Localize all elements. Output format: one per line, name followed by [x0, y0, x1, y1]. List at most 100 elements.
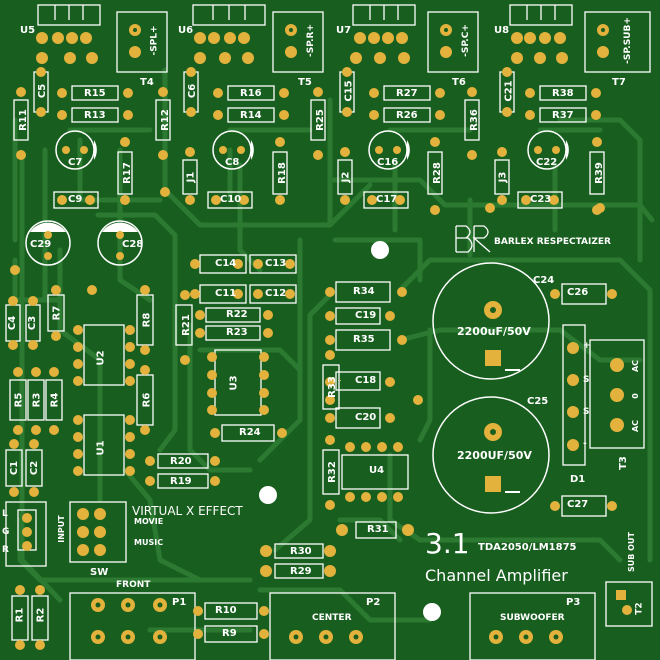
input-pin-g: G [2, 527, 10, 537]
r23-label: R23 [226, 327, 248, 338]
r35-label: R35 [353, 334, 375, 345]
r13-label: R13 [84, 110, 106, 121]
silk-marks [505, 369, 520, 493]
silkscreen-outlines [5, 4, 653, 660]
effect-movie-label: MOVIE [134, 517, 164, 526]
t7-label: T7 [612, 77, 626, 88]
title-chip: TDA2050/LM1875 [478, 542, 577, 553]
d1-pin-s2: S [583, 407, 590, 417]
r37-label: R37 [552, 110, 574, 121]
c18-label: C18 [355, 375, 377, 386]
r6-label: R6 [141, 392, 153, 408]
c22-label: C22 [536, 157, 558, 168]
c23-label: C23 [530, 194, 552, 205]
r19-label: R19 [170, 476, 192, 487]
subwoofer-label: SUBWOOFER [500, 613, 565, 623]
effect-music-label: MUSIC [134, 538, 164, 547]
t4-label: T4 [140, 77, 154, 88]
r28-label: R28 [431, 162, 443, 184]
t3-pin-ac1: AC [631, 359, 641, 373]
r31-label: R31 [367, 524, 389, 535]
c17-label: C17 [376, 194, 398, 205]
t5-speaker-label: -SP.R+ [306, 23, 317, 58]
u5-label: U5 [20, 25, 36, 36]
u4-label: U4 [369, 465, 385, 476]
j1-label: J1 [185, 171, 197, 183]
t6-speaker-label: -SP.C+ [460, 24, 471, 57]
j2-label: J2 [340, 171, 352, 183]
r17-label: R17 [121, 162, 133, 184]
r10-label: R10 [215, 605, 237, 616]
t3-label: T3 [617, 456, 629, 470]
copper-traces [12, 67, 655, 633]
d1-pin-minus: - [583, 439, 587, 449]
c16-label: C16 [377, 157, 399, 168]
r3-label: R3 [31, 392, 43, 408]
title-main: Channel Amplifier [425, 566, 568, 585]
r36-label: R36 [468, 109, 480, 131]
r33-label: R33 [326, 376, 338, 398]
c24-value: 2200uF/50V [457, 325, 531, 338]
r18-label: R18 [276, 162, 288, 184]
c4-label: C4 [7, 315, 19, 331]
c10-label: C10 [220, 194, 242, 205]
r29-label: R29 [290, 566, 312, 577]
mounting-holes [259, 241, 441, 621]
c1-label: C1 [9, 460, 21, 476]
title-number: 3.1 [425, 527, 470, 560]
square-pads [340, 350, 626, 600]
r26-label: R26 [396, 110, 418, 121]
u1-label: U1 [95, 440, 107, 456]
r15-label: R15 [84, 88, 106, 99]
r11-label: R11 [17, 109, 29, 131]
sub-out-label: SUB OUT [626, 532, 636, 572]
t6-label: T6 [452, 77, 466, 88]
c6-label: C6 [187, 83, 199, 99]
r24-label: R24 [239, 427, 261, 438]
t5-label: T5 [298, 77, 312, 88]
electrolytic-cap-bands [30, 140, 569, 232]
d1-label: D1 [570, 474, 586, 485]
c9-label: C9 [68, 194, 83, 205]
r32-label: R32 [326, 461, 338, 483]
r16-label: R16 [240, 88, 262, 99]
r20-label: R20 [170, 456, 192, 467]
t3-pin-0: 0 [630, 393, 640, 399]
c15-label: C15 [343, 80, 355, 102]
u8-label: U8 [494, 25, 510, 36]
u7-label: U7 [336, 25, 352, 36]
c27-label: C27 [567, 499, 589, 510]
r7-label: R7 [51, 305, 63, 321]
r27-label: R27 [396, 88, 418, 99]
r2-label: R2 [35, 607, 47, 623]
c28-label: C28 [122, 239, 144, 250]
pad-holes [95, 28, 605, 640]
c19-label: C19 [355, 310, 377, 321]
c14-label: C14 [215, 258, 237, 269]
c25-value: 2200UF/50V [457, 449, 532, 462]
r39-label: R39 [593, 162, 605, 184]
t7-speaker-label: -SP.SUB+ [622, 17, 633, 64]
brand-logo-mark [455, 225, 491, 253]
t4-speaker-label: -SPL+ [149, 25, 160, 56]
c7-label: C7 [68, 157, 83, 168]
input-pin-l: L [2, 509, 8, 519]
c8-label: C8 [225, 157, 240, 168]
c25-label: C25 [527, 396, 549, 407]
brand-name: BARLEX RESPECTAIZER [494, 237, 611, 247]
d1-pin-s1: S [583, 375, 590, 385]
t3-pin-ac2: AC [631, 419, 641, 433]
p3-label: P3 [566, 597, 581, 608]
r25-label: R25 [314, 109, 326, 131]
r9-label: R9 [222, 628, 237, 639]
c29-label: C29 [30, 239, 52, 250]
input-pin-r: R [2, 545, 9, 555]
r30-label: R30 [290, 546, 312, 557]
r22-label: R22 [226, 309, 248, 320]
c13-label: C13 [265, 258, 287, 269]
j3-label: J3 [497, 171, 509, 183]
r5-label: R5 [13, 392, 25, 408]
center-label: CENTER [312, 613, 352, 623]
